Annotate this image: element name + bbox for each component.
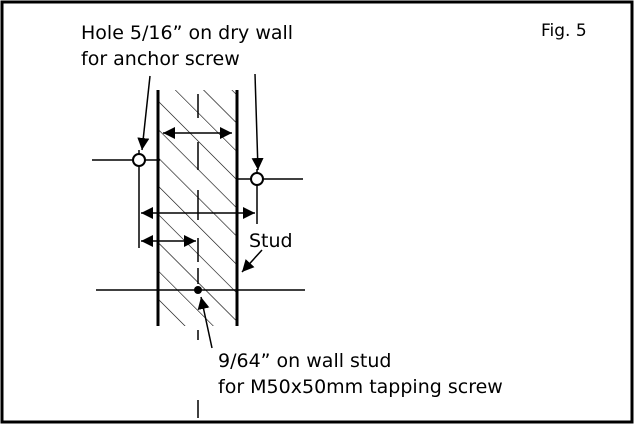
figure-label: Fig. 5 xyxy=(541,21,587,41)
hole-note-line1: Hole 5/16” on dry wall xyxy=(81,22,294,44)
hole-leader-left xyxy=(137,75,151,151)
stud-hole xyxy=(96,286,305,294)
left-drywall-hole xyxy=(92,150,160,248)
right-drywall-hole xyxy=(237,169,303,224)
stud-hole-leader xyxy=(197,296,213,349)
hole-leader-right xyxy=(251,73,264,171)
hole-note-line2: for anchor screw xyxy=(81,48,240,70)
stud-leader xyxy=(241,249,263,273)
stud-hole-note-line2: for M50x50mm tapping screw xyxy=(218,376,503,398)
stud-hole-note-line1: 9/64” on wall stud xyxy=(218,350,392,372)
stud-label: Stud xyxy=(249,230,293,252)
